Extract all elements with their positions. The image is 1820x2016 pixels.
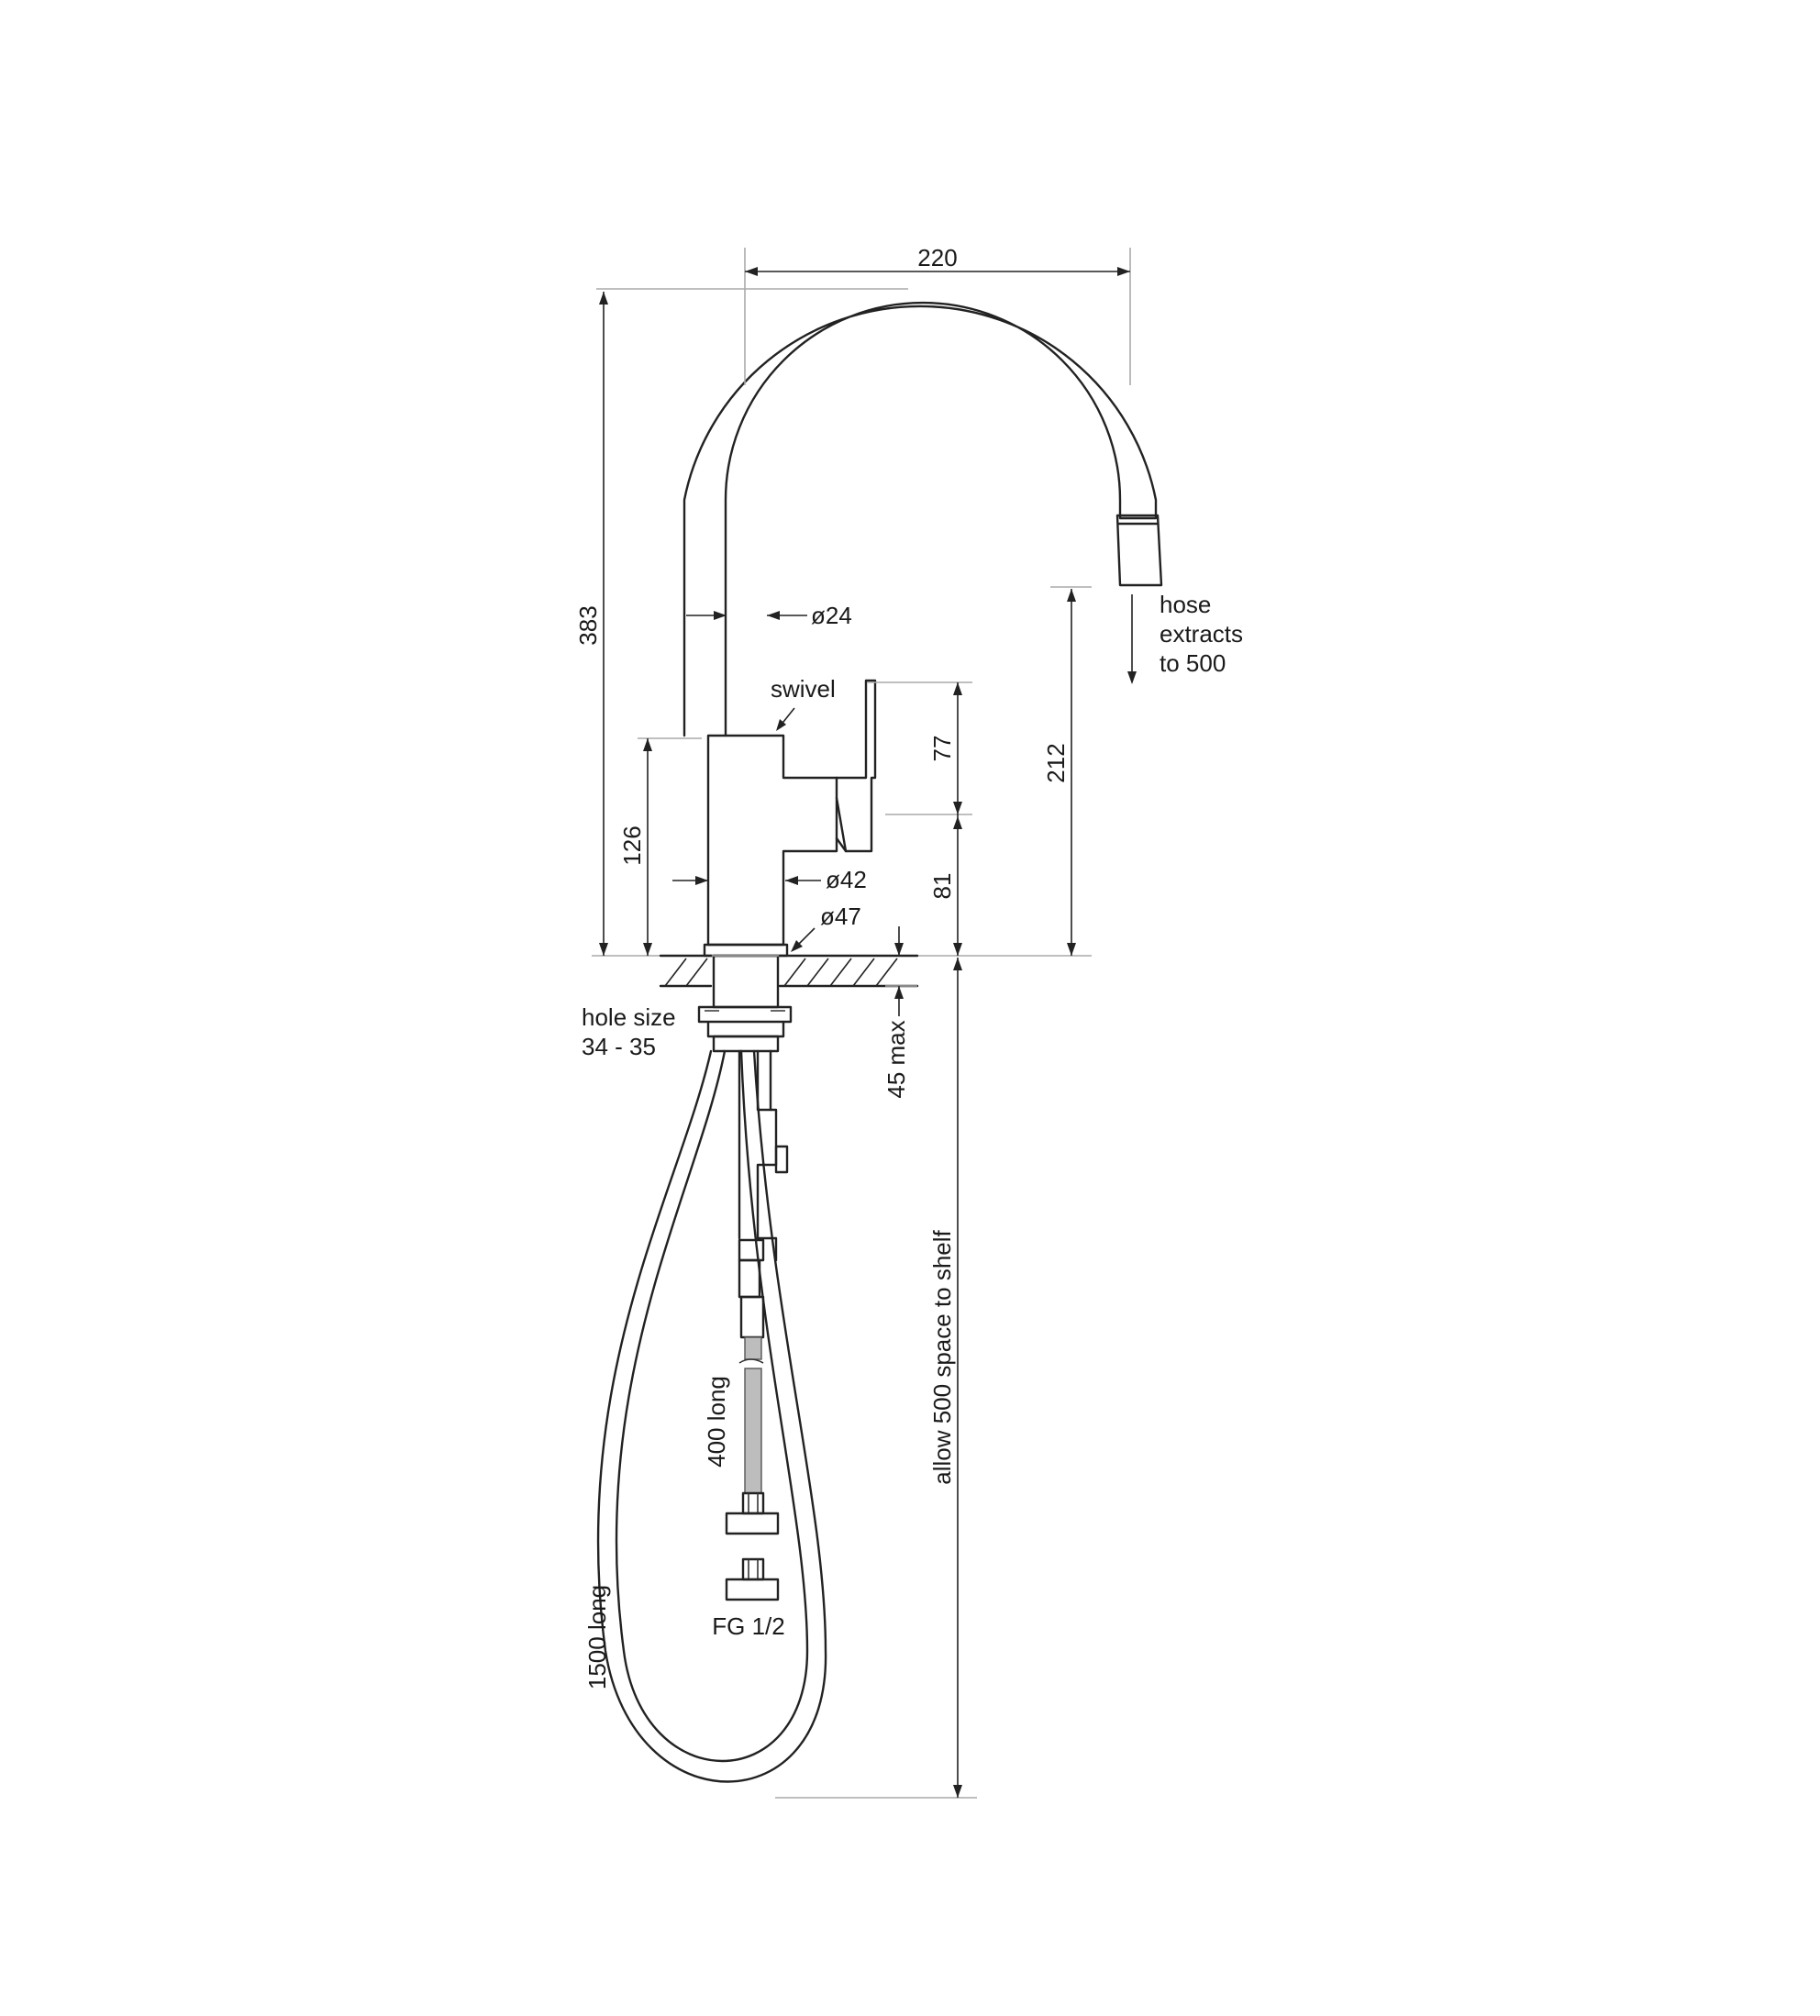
note-hose-3: to 500 (1160, 649, 1226, 677)
label-212: 212 (1042, 743, 1070, 782)
note-labels: hose extracts to 500 hole size 34 - 35 4… (582, 591, 1243, 1689)
label-220: 220 (917, 244, 957, 271)
label-126: 126 (618, 825, 646, 865)
lever-handle (835, 679, 877, 853)
label-383: 383 (574, 605, 602, 645)
connector-nut-upper (725, 1512, 780, 1535)
supply-hoses (725, 1049, 789, 1601)
note-400-long: 400 long (703, 1376, 730, 1468)
label-ø47: ø47 (820, 903, 861, 930)
note-fg-1-2: FG 1/2 (712, 1612, 784, 1640)
label-swivel: swivel (771, 675, 836, 703)
tap-body (706, 734, 838, 947)
label-81: 81 (928, 873, 956, 900)
benchtop (592, 954, 1092, 988)
base-collar (703, 943, 789, 958)
note-hole-2: 34 - 35 (582, 1033, 656, 1060)
label-45-max: 45 max (882, 1020, 910, 1098)
label-allow-500: allow 500 space to shelf (928, 1229, 956, 1484)
note-1500-long: 1500 long (583, 1585, 611, 1689)
spray-head (1115, 514, 1163, 587)
label-77: 77 (928, 736, 956, 762)
label-ø24: ø24 (811, 602, 852, 629)
note-hose-1: hose (1160, 591, 1211, 618)
shank (712, 954, 780, 1009)
dimension-labels: 220 383 ø24 swivel 77 126 212 ø42 81 ø47… (574, 244, 1070, 1485)
pullout-hose (596, 1049, 827, 1783)
label-ø42: ø42 (826, 866, 867, 893)
dimension-lines (596, 248, 1137, 1799)
connector-nut-lower (725, 1578, 780, 1601)
mounting-nut (697, 1005, 793, 1038)
grey-braided-hose (744, 1336, 762, 1360)
note-hose-2: extracts (1160, 620, 1243, 648)
tap-outline (682, 301, 1163, 1053)
note-hole-1: hole size (582, 1003, 676, 1031)
gooseneck-spout (682, 301, 1158, 737)
